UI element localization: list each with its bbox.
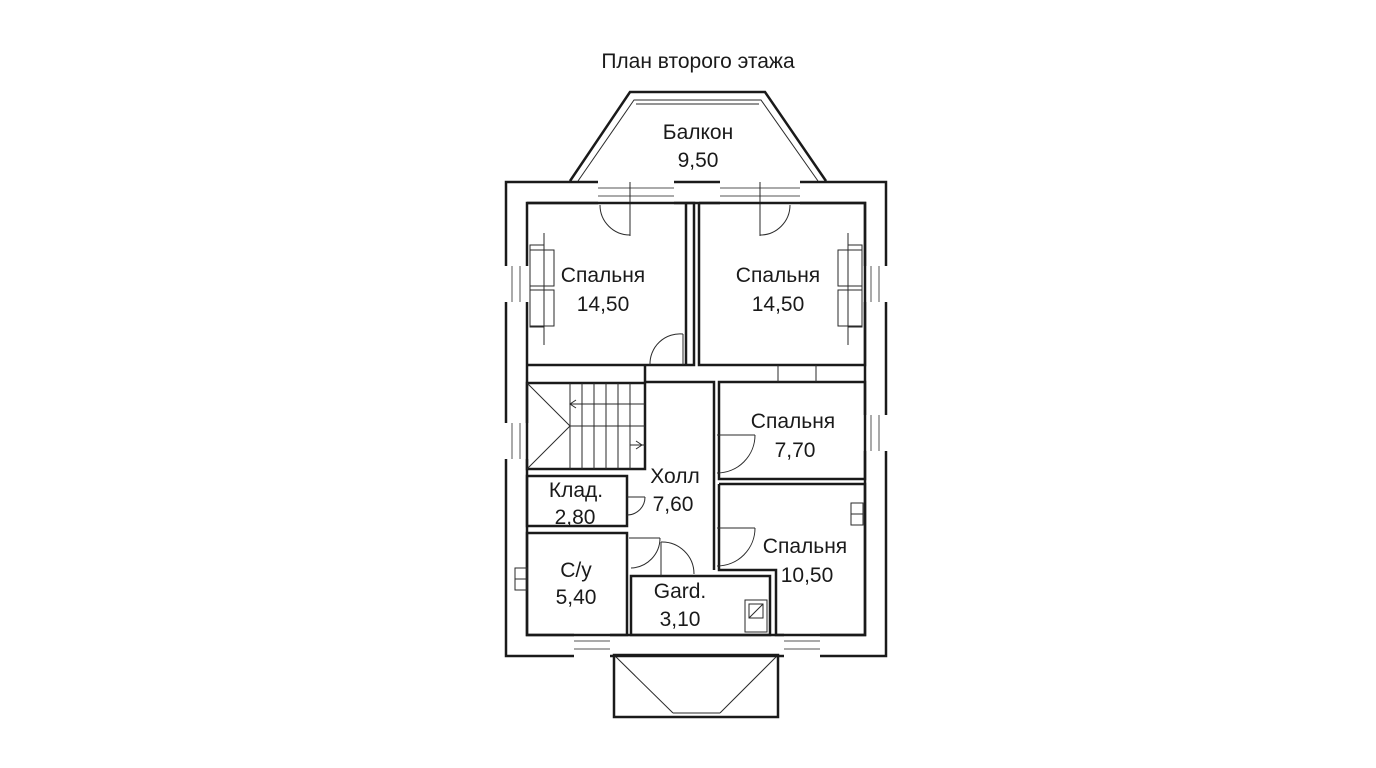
room-wardrobe: Gard. 3,10 [654,580,707,631]
doors [599,204,817,576]
room-area: 7,60 [653,493,694,516]
radiators [529,233,863,345]
balcony-outline [568,90,828,182]
room-balcony: Балкон 9,50 [663,121,733,172]
staircase [526,382,645,470]
room-name: Gard. [654,580,707,603]
room-name: Спальня [736,264,820,287]
room-name: Холл [650,465,700,488]
room-area: 9,50 [678,149,719,172]
room-storage: Клад. 2,80 [549,479,603,529]
interior-walls [525,201,867,637]
room-bathroom: С/у 5,40 [556,559,597,609]
windows [504,180,888,658]
porch-canopy [612,653,780,719]
fixtures [514,502,864,633]
room-name: Спальня [763,535,847,558]
room-bedroom-1: Спальня 14,50 [561,264,645,316]
room-bedroom-2: Спальня 14,50 [736,264,820,316]
room-name: Спальня [561,264,645,287]
room-name: Спальня [751,410,835,433]
room-area: 10,50 [781,564,834,587]
room-name: С/у [560,559,592,582]
room-name: Балкон [663,121,733,144]
room-area: 7,70 [775,439,816,462]
room-hall: Холл 7,60 [650,465,700,516]
room-area: 14,50 [577,293,630,316]
plan-title: План второго этажа [601,50,795,73]
room-area: 2,80 [555,506,596,529]
room-bedroom-4: Спальня 10,50 [763,535,847,587]
room-area: 14,50 [752,293,805,316]
room-area: 3,10 [660,608,701,631]
room-bedroom-3: Спальня 7,70 [751,410,835,462]
room-area: 5,40 [556,586,597,609]
room-name: Клад. [549,479,603,502]
